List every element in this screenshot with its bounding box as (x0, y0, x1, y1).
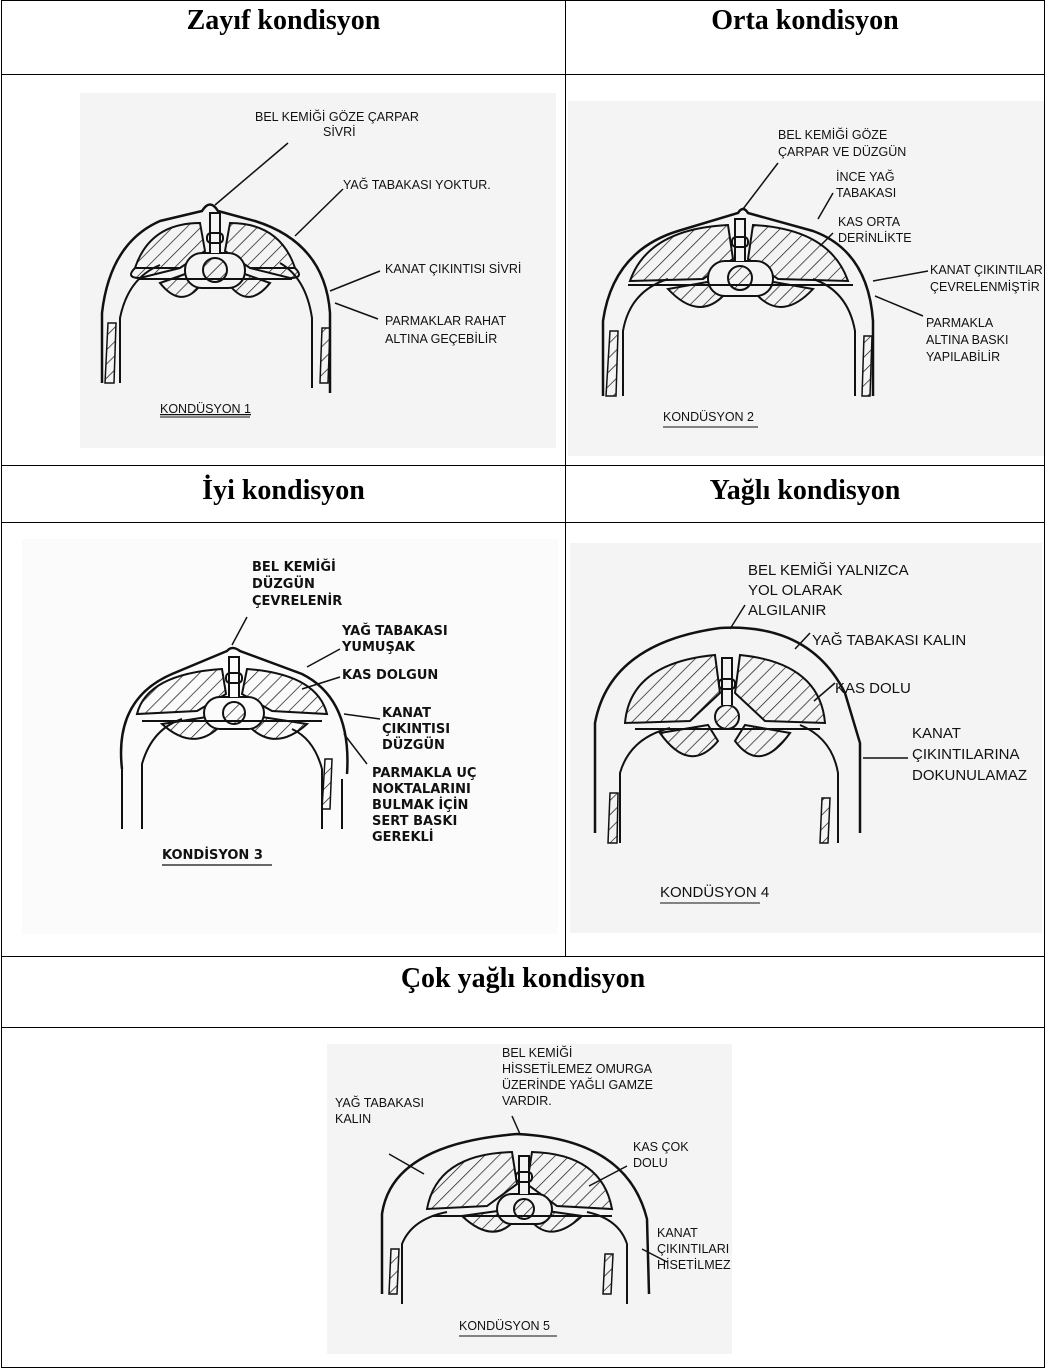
label: KAS ÇOK (633, 1140, 689, 1154)
label: ÇIKINTILARI (657, 1242, 729, 1256)
label: KAS ORTA (838, 215, 901, 229)
label: KANAT (657, 1226, 698, 1240)
row-divider (2, 465, 1044, 466)
label: BEL KEMİĞİ (502, 1045, 572, 1060)
diagram-condition-2: BEL KEMİĞİ GÖZE ÇARPAR VE DÜZGÜN İNCE YA… (568, 101, 1044, 456)
header-yagli: Yağlı kondisyon (566, 475, 1044, 507)
label: BEL KEMİĞİ (252, 559, 336, 575)
label: ÇIKINTISI (382, 722, 450, 737)
diagram-condition-5: BEL KEMİĞİ HİSSETİLEMEZ OMURGA ÜZERİNDE … (327, 1044, 732, 1354)
caption: KONDÜSYON 1 (160, 402, 251, 416)
row-divider (2, 522, 1044, 523)
header-cok-yagli: Çok yağlı kondisyon (2, 963, 1044, 995)
diagram-condition-4: BEL KEMİĞİ YALNIZCA YOL OLARAK ALGILANIR… (570, 543, 1042, 933)
label: ÇARPAR VE DÜZGÜN (778, 145, 906, 159)
diagram-condition-1: BEL KEMİĞİ GÖZE ÇARPAR SİVRİ YAĞ TABAKAS… (80, 93, 556, 448)
label: BEL KEMİĞİ GÖZE (778, 127, 887, 142)
label: KALIN (335, 1112, 371, 1126)
header-iyi: İyi kondisyon (2, 475, 565, 507)
label: ÇEVRELENMİŞTİR (930, 280, 1040, 294)
label: KAS DOLGUN (342, 668, 438, 683)
row-divider (2, 1027, 1044, 1028)
label: GEREKLİ (372, 829, 434, 845)
label: YOL OLARAK (748, 582, 842, 599)
label: KANAT ÇIKINTISI SİVRİ (385, 262, 521, 276)
label: VARDIR. (502, 1094, 552, 1108)
label: PARMAKLA (926, 316, 994, 330)
label: İNCE YAĞ (836, 169, 895, 184)
label: DÜZGÜN (382, 737, 445, 753)
label: DOLU (633, 1156, 668, 1170)
label: NOKTALARINI (372, 782, 471, 797)
label: ALGILANIR (748, 602, 827, 619)
label: DERİNLİKTE (838, 231, 912, 245)
label: YAĞ TABAKASI YOKTUR. (343, 177, 491, 192)
caption: KONDÜSYON 2 (663, 410, 754, 424)
label: YUMUŞAK (341, 640, 416, 655)
label: TABAKASI (836, 186, 896, 200)
label: ÇEVRELENİR (252, 593, 342, 609)
label: SERT BASKI (372, 814, 457, 829)
row-divider (2, 74, 1044, 75)
label: BEL KEMİĞİ YALNIZCA (748, 561, 909, 579)
caption: KONDÜSYON 4 (660, 883, 769, 901)
caption: KONDÜSYON 5 (459, 1319, 550, 1333)
label: DÜZGÜN (252, 576, 315, 592)
label: KAS DOLU (835, 680, 911, 697)
label: YAPILABİLİR (926, 350, 1000, 364)
label: HİSSETİLEMEZ OMURGA (502, 1062, 653, 1076)
header-orta: Orta kondisyon (566, 5, 1044, 37)
row-divider (2, 956, 1044, 957)
diagram-condition-3: BEL KEMİĞİ DÜZGÜN ÇEVRELENİR YAĞ TABAKAS… (22, 539, 558, 934)
label: HİSETİLMEZ (657, 1258, 731, 1272)
label: ALTINA BASKI (926, 333, 1008, 347)
label: YAĞ TABAKASI KALIN (812, 632, 966, 649)
label: PARMAKLA UÇ (372, 766, 476, 781)
label: PARMAKLAR RAHAT (385, 314, 506, 328)
label: KANAT (382, 706, 431, 721)
label: ALTINA GEÇEBİLİR (385, 332, 497, 346)
label: BULMAK İÇİN (372, 797, 468, 813)
label: KANAT ÇIKINTILAR (930, 263, 1043, 277)
header-zayif: Zayıf kondisyon (2, 5, 565, 37)
label: DOKUNULAMAZ (912, 767, 1027, 784)
label: KANAT (912, 725, 961, 742)
label: ÇIKINTILARINA (912, 746, 1020, 763)
label: SİVRİ (323, 125, 356, 139)
label: YAĞ TABAKASI (335, 1095, 424, 1110)
label: BEL KEMİĞİ GÖZE ÇARPAR (255, 109, 419, 124)
caption: KONDİSYON 3 (162, 847, 263, 863)
label: YAĞ TABAKASI (341, 623, 448, 639)
label: ÜZERİNDE YAĞLI GAMZE (502, 1077, 653, 1092)
